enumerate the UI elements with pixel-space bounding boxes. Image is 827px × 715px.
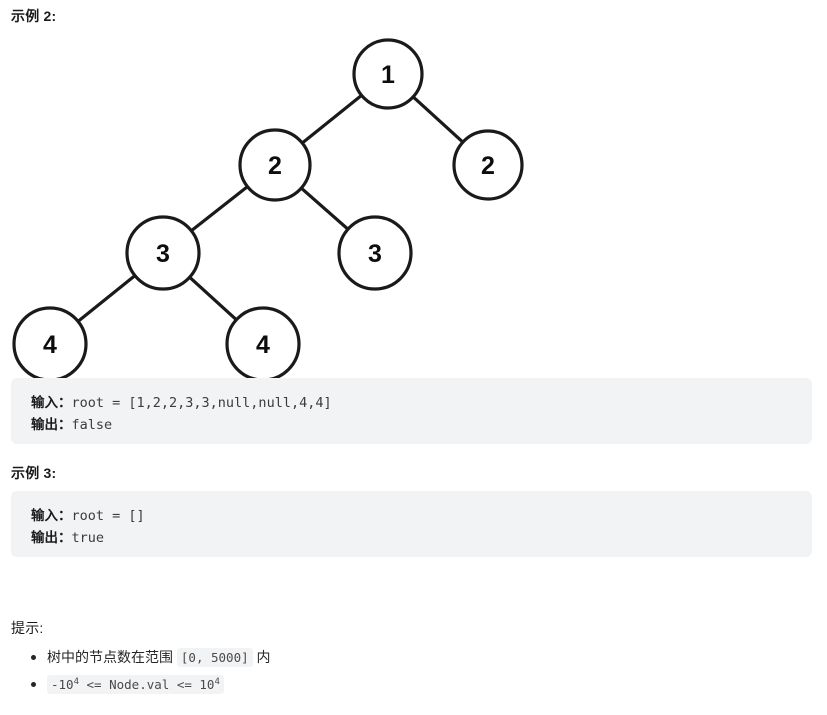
tree-node-circle <box>352 38 424 110</box>
tree-edge-l-ll <box>188 184 250 233</box>
hint-item-node-count: 树中的节点数在范围 [0, 5000] 内 <box>31 646 807 669</box>
binary-tree-diagram: 1 2 2 3 3 4 4 <box>0 28 620 378</box>
hint-code-part-2: <= Node.val <= 10 <box>79 677 215 692</box>
input-value: root = [1,2,2,3,3,null,null,4,4] <box>71 395 332 411</box>
output-value: true <box>71 530 105 546</box>
code-block-example-2: 输入：root = [1,2,2,3,3,null,null,4,4] 输出：f… <box>11 378 812 444</box>
tree-edge-l-lr <box>298 185 351 232</box>
heading-example-2: 示例 2: <box>11 8 57 24</box>
tree-node-circle <box>238 128 312 202</box>
tree-node-label: 2 <box>268 152 282 180</box>
tree-node-circle <box>337 215 413 291</box>
tree-node-ll: 3 <box>125 215 201 291</box>
tree-node-circle <box>452 129 524 201</box>
output-label: 输出： <box>31 530 72 545</box>
input-label: 输入： <box>31 508 72 523</box>
hint-code-sup-2: 4 <box>214 676 220 687</box>
tree-node-circle <box>225 306 301 378</box>
tree-node-l: 2 <box>238 128 312 202</box>
tree-node-circle <box>125 215 201 291</box>
code-line-output: 输出：false <box>31 414 792 436</box>
tree-node-label: 4 <box>256 331 270 359</box>
hint-code-sup-1: 4 <box>73 676 79 687</box>
code-line-input: 输入：root = [1,2,2,3,3,null,null,4,4] <box>31 392 792 414</box>
heading-example-3: 示例 3: <box>11 465 57 481</box>
output-value: false <box>71 417 113 433</box>
code-line-input: 输入：root = [] <box>31 505 792 527</box>
tree-node-r: 2 <box>452 129 524 201</box>
hint-text-before: 树中的节点数在范围 <box>47 649 177 665</box>
tree-edge-ll-llr <box>187 274 239 323</box>
hint-code-part-1: -10 <box>51 677 74 692</box>
tree-node-root: 1 <box>352 38 424 110</box>
tree-node-llr: 4 <box>225 306 301 378</box>
tree-edge-group <box>75 93 466 324</box>
code-block-example-3: 输入：root = [] 输出：true <box>11 491 812 557</box>
hints-list: 树中的节点数在范围 [0, 5000] 内 -104 <= Node.val <… <box>11 646 807 700</box>
tree-node-label: 4 <box>43 331 57 359</box>
input-value: root = [] <box>71 508 145 524</box>
input-label: 输入： <box>31 395 72 410</box>
hint-inline-code: -104 <= Node.val <= 104 <box>47 675 224 694</box>
tree-node-lr: 3 <box>337 215 413 291</box>
hint-text-after: 内 <box>252 649 271 665</box>
tree-edge-ll-lll <box>75 273 138 324</box>
tree-node-label: 3 <box>368 240 382 268</box>
tree-node-label: 3 <box>156 240 170 268</box>
tree-node-lll: 4 <box>12 306 88 378</box>
tree-node-label: 1 <box>381 61 395 89</box>
tree-edge-root-r <box>410 94 466 145</box>
tree-node-circle <box>12 306 88 378</box>
hint-inline-code: [0, 5000] <box>176 648 253 667</box>
tree-svg: 1 2 2 3 3 4 4 <box>12 38 524 378</box>
tree-edge-root-l <box>299 93 364 146</box>
heading-hints: 提示: <box>11 620 44 636</box>
tree-node-group: 1 2 2 3 3 4 4 <box>12 38 524 378</box>
hint-item-node-value: -104 <= Node.val <= 104 <box>31 673 807 696</box>
tree-node-label: 2 <box>481 152 495 180</box>
output-label: 输出： <box>31 417 72 432</box>
code-line-output: 输出：true <box>31 527 792 549</box>
